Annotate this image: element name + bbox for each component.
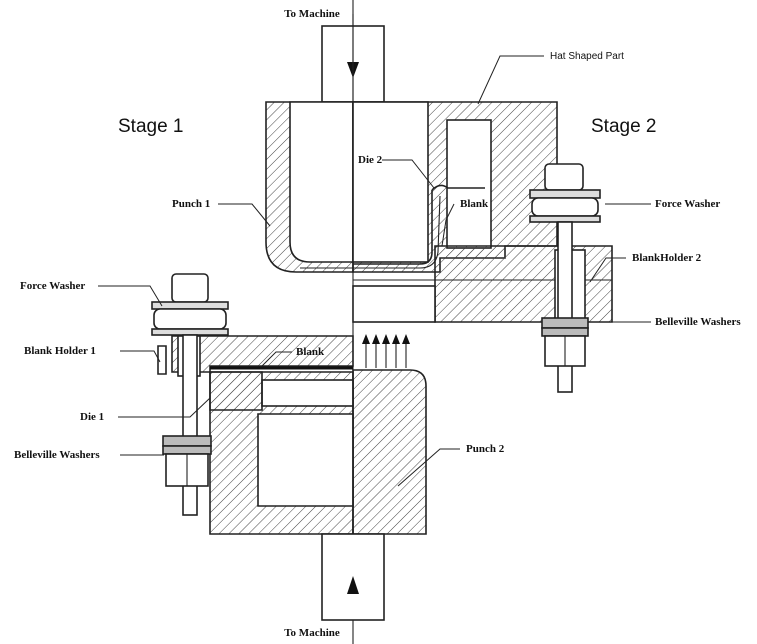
leader-lines	[98, 55, 651, 487]
bottom-machine-shaft	[321, 533, 385, 621]
to-machine-top-label: To Machine	[284, 8, 340, 20]
blank-top-label: Blank	[460, 198, 489, 210]
force-washer-right-label: Force Washer	[655, 198, 720, 210]
blankholder2-label: BlankHolder 2	[632, 252, 702, 264]
punch1-label: Punch 1	[172, 198, 210, 210]
die2-label: Die 2	[358, 154, 383, 166]
belleville-left-label: Belleville Washers	[14, 449, 100, 461]
left-bolt-assembly	[151, 273, 229, 516]
stage2-label: Stage 2	[591, 116, 657, 137]
stage1-label: Stage 1	[118, 116, 184, 137]
upward-force-arrows	[362, 334, 410, 368]
to-machine-bottom-label: To Machine	[284, 627, 340, 639]
punch1-body	[265, 101, 354, 273]
punch2-body	[352, 369, 427, 535]
blank-mid-label: Blank	[296, 346, 325, 358]
die1-label: Die 1	[80, 411, 104, 423]
punch2-label: Punch 2	[466, 443, 505, 455]
hat-shaped-part-label: Hat Shaped Part	[550, 51, 624, 62]
belleville-right-label: Belleville Washers	[655, 316, 741, 328]
die2-body	[300, 101, 558, 273]
right-bolt-assembly	[529, 163, 601, 393]
blank-holder1-label: Blank Holder 1	[24, 345, 96, 357]
die1-body	[209, 371, 354, 535]
up-arrow-icon	[347, 576, 359, 594]
force-washer-left-label: Force Washer	[20, 280, 85, 292]
